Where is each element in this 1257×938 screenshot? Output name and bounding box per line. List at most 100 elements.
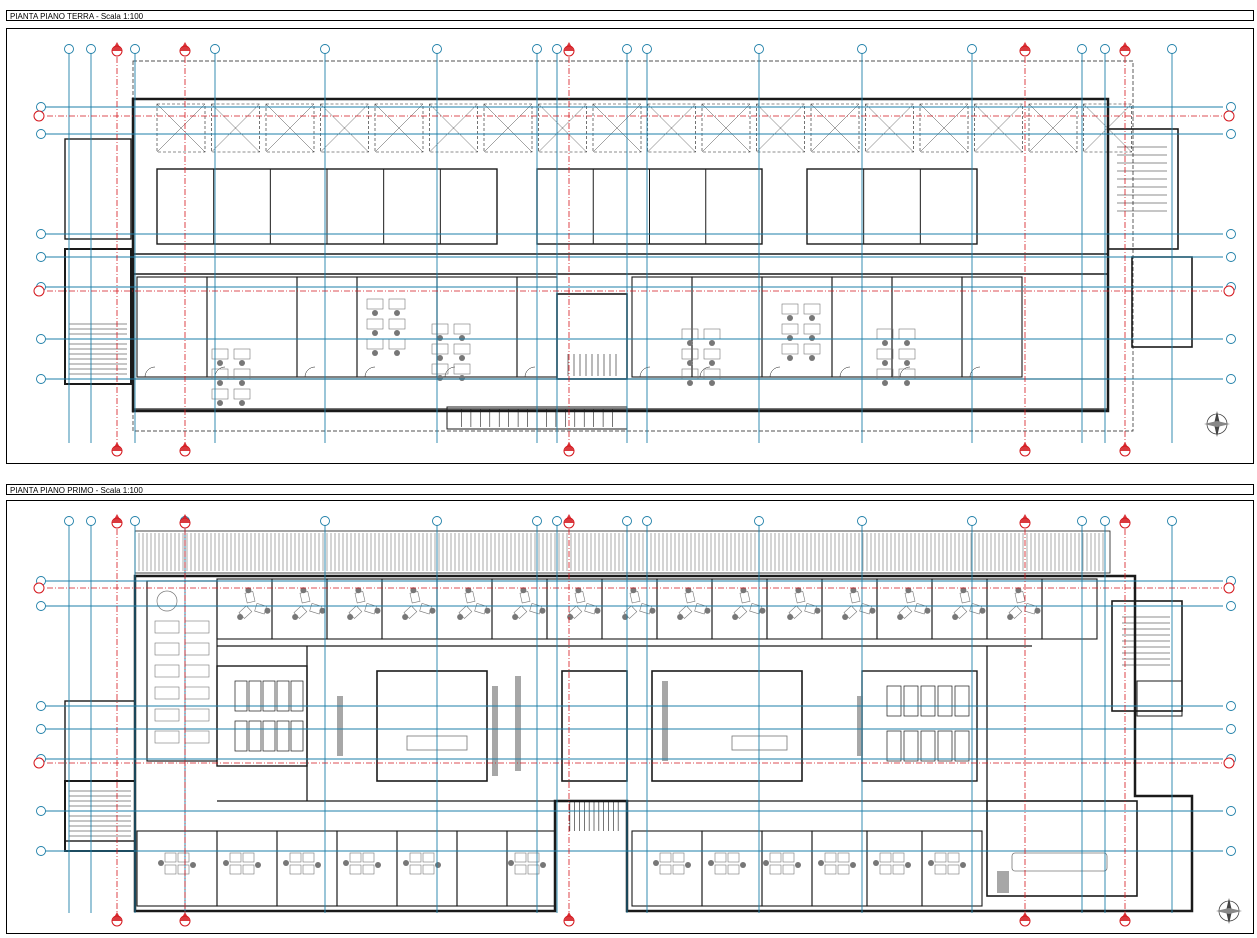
parking-bay-cross xyxy=(429,103,478,153)
office-room xyxy=(631,830,703,907)
workstation-desk xyxy=(727,852,740,863)
grid-axis-bubble-icon xyxy=(642,516,652,526)
chair xyxy=(217,360,223,366)
workstation-desk xyxy=(229,852,242,863)
office-room xyxy=(296,276,358,378)
section-cut-marker-icon xyxy=(33,285,45,297)
grid-axis-bubble-icon xyxy=(754,516,764,526)
canteen-table xyxy=(154,664,180,678)
workstation-desk xyxy=(409,591,421,604)
meeting-table xyxy=(731,735,788,751)
workstation-desk xyxy=(879,852,892,863)
chair xyxy=(952,614,959,621)
desk xyxy=(803,303,821,315)
workstation-desk xyxy=(824,864,837,875)
chair xyxy=(435,862,441,868)
chair xyxy=(687,360,693,366)
parking-bay xyxy=(865,103,914,153)
toilet-cubicle xyxy=(234,680,248,712)
desk xyxy=(366,338,384,350)
workstation-desk xyxy=(422,852,435,863)
workstation-desk xyxy=(794,591,806,604)
grid-axis-bubble-icon xyxy=(1167,44,1177,54)
grid-axis-bubble-icon xyxy=(1226,724,1236,734)
exterior-wall xyxy=(131,97,1110,413)
door-swing-icon xyxy=(769,366,781,378)
canteen-table xyxy=(154,642,180,656)
section-cut-arrow-icon xyxy=(1020,514,1030,523)
chair xyxy=(190,862,196,868)
chair xyxy=(459,335,465,341)
chair xyxy=(882,340,888,346)
panel-first-floor xyxy=(6,500,1254,934)
chair xyxy=(237,614,244,621)
parking-bay-cross xyxy=(265,103,315,153)
workstation-desk xyxy=(164,864,177,875)
workstation-desk xyxy=(629,591,641,604)
chair xyxy=(850,587,857,594)
chair xyxy=(685,587,692,594)
office-room xyxy=(356,276,438,378)
workstation-desk xyxy=(739,591,751,604)
office-room xyxy=(1041,578,1098,640)
chair xyxy=(928,860,934,866)
ground-furniture xyxy=(211,298,916,406)
workstation-desk xyxy=(782,864,795,875)
workstation-desk xyxy=(672,852,685,863)
office-room xyxy=(136,830,218,907)
grid-axis-bubble-icon xyxy=(36,601,46,611)
workstation-desk xyxy=(639,602,652,615)
section-cut-arrow-icon xyxy=(112,442,122,451)
workstation-desk xyxy=(934,852,947,863)
chair xyxy=(255,862,261,868)
workstation-desk xyxy=(659,864,672,875)
desk xyxy=(453,323,471,335)
parking-bay xyxy=(374,103,424,153)
round-table xyxy=(156,590,178,612)
grid-axis-bubble-icon xyxy=(210,44,220,54)
acoustic-panel xyxy=(857,696,863,756)
workstation-desk xyxy=(289,852,302,863)
chair xyxy=(319,607,326,614)
desk xyxy=(681,348,699,360)
parking-bay xyxy=(1028,103,1078,153)
acoustic-panel xyxy=(337,696,343,756)
parking-bay xyxy=(429,103,478,153)
toilet-cubicle xyxy=(954,685,970,717)
door-swing-icon xyxy=(364,366,376,378)
workstation-desk xyxy=(574,591,586,604)
toilet-cubicle xyxy=(290,680,304,712)
section-cut-arrow-icon xyxy=(1120,42,1130,51)
desk xyxy=(453,363,471,375)
grid-axis-bubble-icon xyxy=(36,701,46,711)
office-room xyxy=(506,830,556,907)
grid-axis-bubble-icon xyxy=(1226,252,1236,262)
canteen-table xyxy=(184,730,210,744)
west-stair-core xyxy=(64,248,132,385)
workstation-desk xyxy=(529,602,542,615)
chair xyxy=(245,587,252,594)
workstation-desk xyxy=(254,602,267,615)
toilet-cubicle xyxy=(954,730,970,762)
chair xyxy=(217,380,223,386)
compass-rose-icon xyxy=(1216,898,1242,924)
chair xyxy=(223,860,229,866)
desk xyxy=(803,323,821,335)
parking-bay xyxy=(974,103,1023,153)
workstation-desk xyxy=(302,852,315,863)
desk xyxy=(781,343,799,355)
section-cut-marker-icon xyxy=(1223,110,1235,122)
chair xyxy=(924,607,931,614)
desk xyxy=(388,338,406,350)
chair xyxy=(787,614,794,621)
workstation-desk xyxy=(289,864,302,875)
chair xyxy=(795,862,801,868)
toilet-cubicle xyxy=(234,720,248,752)
parking-bay xyxy=(483,103,533,153)
parking-bay xyxy=(919,103,969,153)
chair xyxy=(575,587,582,594)
office-room xyxy=(761,830,813,907)
grid-axis-bubble-icon xyxy=(1226,806,1236,816)
parking-bay xyxy=(156,103,206,153)
acoustic-panel xyxy=(662,681,668,761)
